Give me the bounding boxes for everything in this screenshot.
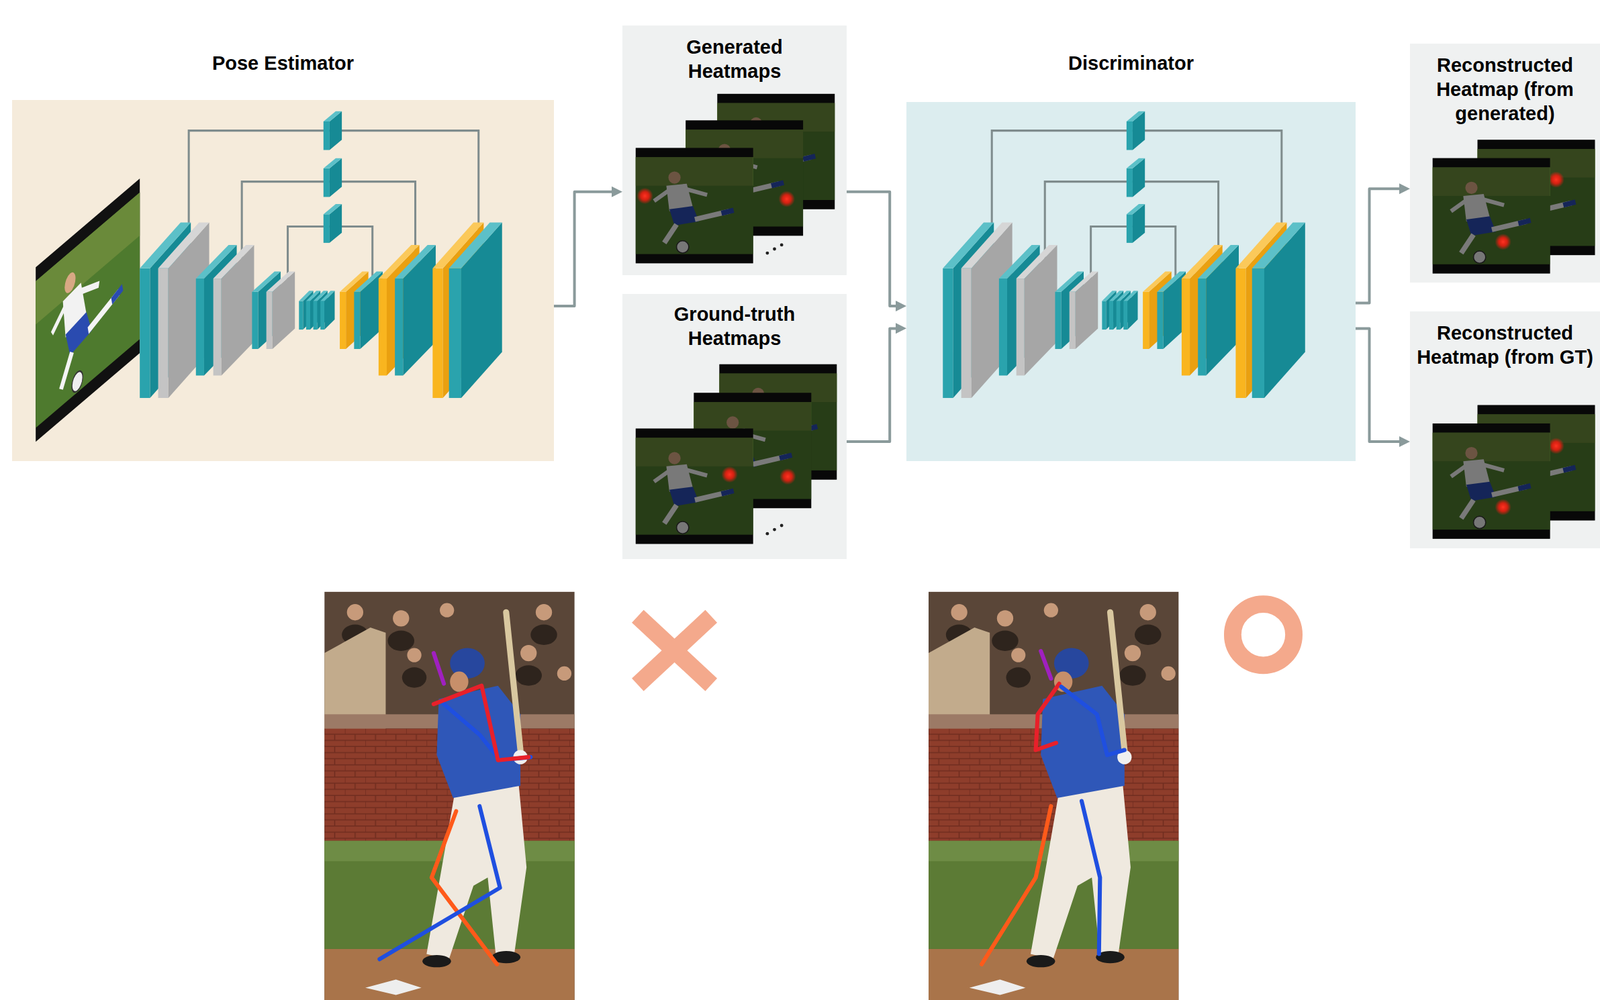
circle-mark	[1232, 604, 1294, 666]
input-image	[35, 178, 140, 442]
arrow-head	[611, 186, 623, 198]
arrow-head	[895, 322, 907, 334]
panel-heading: Discriminator	[906, 51, 1356, 76]
panel-title: Reconstructed Heatmap (from generated)	[1409, 53, 1600, 126]
flow-arrow	[1355, 188, 1401, 303]
discriminator-network	[942, 111, 1306, 399]
panel-heading: Pose Estimator	[12, 51, 554, 76]
flow-arrow	[846, 192, 898, 307]
panel-title: Reconstructed Heatmap (from GT)	[1409, 320, 1600, 370]
wrong-pose-photo	[324, 592, 575, 1000]
flow-arrow	[553, 192, 614, 307]
flow-arrow	[1355, 328, 1401, 442]
panel-title: Ground-truth Heatmaps	[657, 302, 812, 351]
heatmap-stack	[635, 93, 835, 264]
cross-mark	[637, 616, 712, 685]
arrow-head	[1399, 183, 1410, 195]
heatmap-stack	[1432, 405, 1596, 540]
heatmap-stack	[635, 364, 837, 545]
correct-pose-photo	[928, 592, 1179, 1000]
arrow-head	[1399, 436, 1410, 448]
heatmap-stack	[1432, 139, 1596, 274]
flow-arrow	[846, 328, 898, 442]
arrow-head	[895, 300, 907, 312]
panel-title: Generated Heatmaps	[657, 34, 812, 84]
pose-network	[139, 111, 503, 399]
